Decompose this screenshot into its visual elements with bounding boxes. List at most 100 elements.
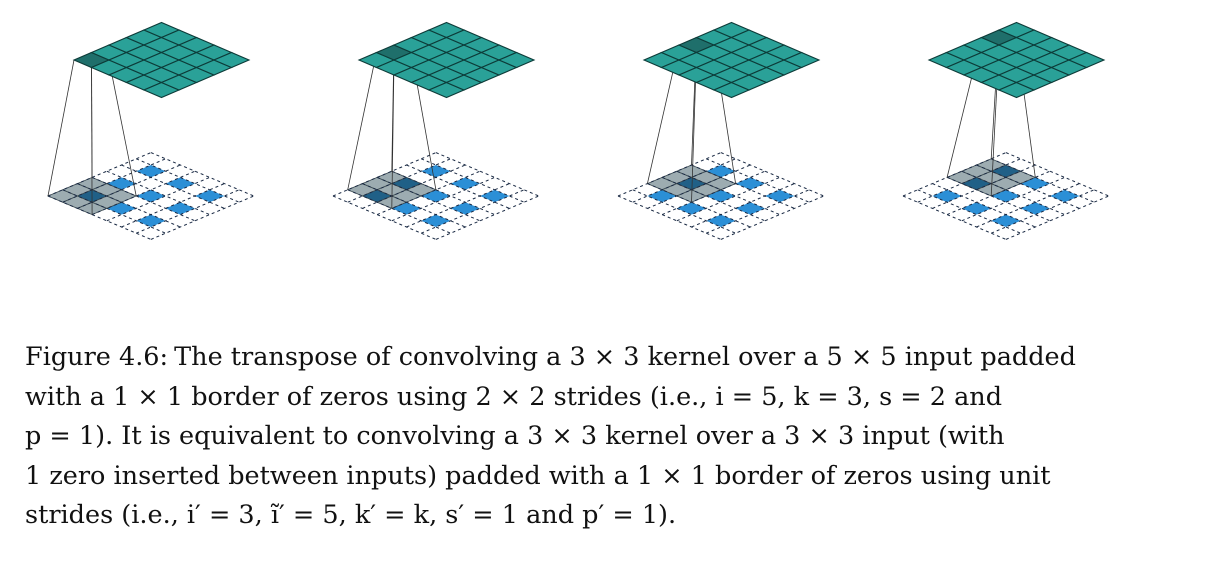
input-cell bbox=[1020, 202, 1050, 215]
input-grid-line bbox=[946, 176, 1051, 222]
input-grid-line bbox=[406, 183, 510, 228]
caption-line-2: with a 1 × 1 border of zeros using 2 × 2… bbox=[25, 381, 1003, 412]
input-cell bbox=[421, 165, 451, 178]
input-grid-line bbox=[332, 195, 437, 240]
input-grid-line bbox=[676, 176, 780, 222]
input-grid-line bbox=[961, 170, 1065, 216]
input-grid-line bbox=[917, 189, 1021, 234]
input-grid-line bbox=[647, 183, 751, 228]
input-cell bbox=[421, 189, 451, 203]
input-grid-line bbox=[332, 152, 437, 197]
input-grid-line bbox=[47, 152, 152, 197]
projection-line bbox=[391, 59, 395, 209]
output-cell bbox=[212, 51, 251, 69]
input-grid-line bbox=[632, 189, 736, 234]
input-grid-line bbox=[902, 152, 1007, 197]
caption-line-4: 1 zero inserted between inputs) padded w… bbox=[25, 460, 1051, 491]
output-cell bbox=[497, 51, 536, 69]
input-cell bbox=[706, 165, 736, 178]
input-grid-line bbox=[991, 189, 1095, 234]
conv-panel-4 bbox=[902, 21, 1109, 240]
input-grid-line bbox=[961, 176, 1065, 222]
input-cell bbox=[136, 189, 166, 203]
input-cell bbox=[735, 202, 765, 215]
input-grid-line bbox=[77, 183, 181, 228]
input-grid-line bbox=[150, 195, 254, 240]
input-cell bbox=[421, 214, 451, 227]
input-grid-line bbox=[47, 195, 152, 240]
conv-panel-1 bbox=[46, 21, 254, 240]
input-grid-line bbox=[706, 189, 810, 234]
input-grid-line bbox=[136, 158, 240, 203]
input-cell bbox=[480, 189, 510, 203]
input-grid-line bbox=[362, 164, 466, 209]
figure-caption: Figure 4.6:The transpose of convolving a… bbox=[25, 338, 1175, 536]
input-grid-line bbox=[932, 183, 1036, 228]
input-grid-line bbox=[106, 176, 210, 222]
input-grid-line bbox=[391, 176, 495, 222]
input-grid-line bbox=[150, 152, 254, 197]
input-grid-line bbox=[661, 176, 766, 222]
input-grid-line bbox=[347, 189, 451, 234]
input-cell bbox=[165, 177, 195, 190]
input-grid-line bbox=[62, 189, 166, 234]
input-grid-line bbox=[1005, 195, 1109, 240]
input-grid-line bbox=[376, 176, 481, 222]
input-grid-line bbox=[406, 164, 510, 209]
projection-line bbox=[91, 67, 93, 215]
input-cell bbox=[706, 214, 736, 227]
input-grid-line bbox=[347, 158, 451, 203]
conv-panel-2 bbox=[332, 21, 539, 240]
input-cell bbox=[706, 189, 736, 203]
input-cell bbox=[195, 189, 225, 203]
input-grid-line bbox=[376, 170, 481, 216]
input-grid-line bbox=[136, 189, 240, 234]
input-cell bbox=[136, 165, 166, 178]
figure-label: Figure 4.6: bbox=[25, 342, 169, 372]
input-grid-line bbox=[421, 189, 525, 234]
input-grid-line bbox=[121, 183, 225, 228]
input-grid-line bbox=[976, 183, 1080, 228]
input-cell bbox=[961, 202, 992, 215]
input-grid-line bbox=[362, 183, 466, 228]
input-grid-line bbox=[106, 170, 210, 216]
input-grid-line bbox=[391, 170, 495, 216]
input-grid-line bbox=[902, 195, 1007, 240]
caption-line-5: strides (i.e., i′ = 3, ĩ′ = 5, k′ = k, s… bbox=[25, 500, 677, 530]
input-cell bbox=[136, 214, 166, 227]
conv-panel-3 bbox=[617, 21, 824, 240]
input-grid-line bbox=[976, 164, 1080, 209]
input-grid-line bbox=[691, 164, 795, 209]
input-grid-line bbox=[121, 164, 225, 209]
input-grid-line bbox=[691, 183, 795, 228]
projection-line bbox=[347, 52, 377, 190]
input-grid-line bbox=[676, 170, 780, 216]
input-grid-line bbox=[617, 152, 722, 197]
input-grid-line bbox=[91, 176, 196, 222]
input-grid-line bbox=[932, 164, 1036, 209]
input-grid-line bbox=[720, 152, 824, 197]
input-grid-line bbox=[617, 195, 722, 240]
input-grid-line bbox=[62, 158, 166, 203]
input-grid-line bbox=[1005, 152, 1109, 197]
input-grid-line bbox=[946, 170, 1051, 216]
input-cell bbox=[676, 202, 707, 215]
figure-illustration bbox=[46, 21, 1109, 240]
caption-line-1: Figure 4.6:The transpose of convolving a… bbox=[25, 338, 1175, 378]
input-grid-line bbox=[77, 164, 181, 209]
input-grid-line bbox=[421, 158, 525, 203]
input-cell bbox=[765, 189, 795, 203]
input-cell bbox=[735, 177, 765, 190]
input-cell bbox=[991, 214, 1021, 227]
input-grid-line bbox=[435, 195, 539, 240]
input-cell bbox=[647, 189, 677, 203]
caption-line-3: p = 1). It is equivalent to convolving a… bbox=[25, 421, 1005, 451]
input-grid-line bbox=[435, 152, 539, 197]
input-grid-line bbox=[991, 158, 1095, 203]
input-cell bbox=[450, 177, 480, 190]
input-grid-line bbox=[632, 158, 736, 203]
input-grid-line bbox=[917, 158, 1021, 203]
input-grid-line bbox=[661, 170, 766, 216]
output-cell bbox=[782, 51, 821, 69]
input-cell bbox=[932, 189, 962, 203]
